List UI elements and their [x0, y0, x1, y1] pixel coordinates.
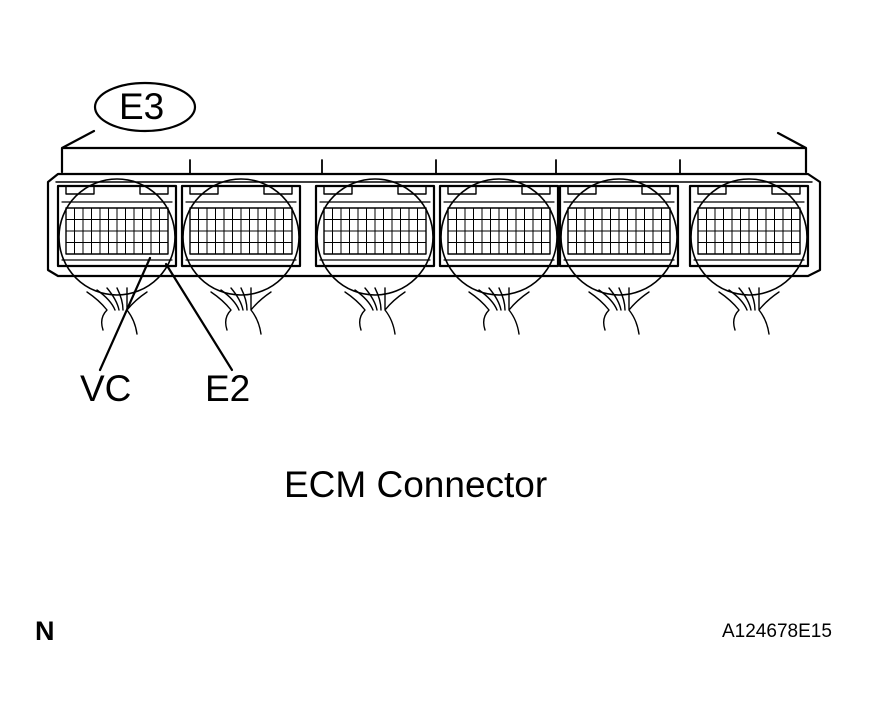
connector-id-label: E3 [119, 86, 165, 127]
pin-vc-leader [98, 256, 152, 372]
pin-label-vc: VC [80, 368, 132, 409]
connector-bracket [60, 129, 808, 174]
diagram-title: ECM Connector [284, 464, 548, 505]
connector-block [56, 178, 178, 335]
connector-block [438, 178, 560, 335]
pin-e2-leader [164, 262, 234, 372]
connector-id-oval [93, 81, 197, 133]
connector-block [180, 178, 302, 335]
connector-block [688, 178, 810, 335]
connector-block [314, 178, 436, 335]
connector-block [558, 178, 680, 335]
connector-housing [46, 172, 822, 278]
pin-label-e2: E2 [205, 368, 251, 409]
figure-id-label: A124678E15 [722, 621, 832, 642]
view-code-label: N [35, 616, 55, 646]
